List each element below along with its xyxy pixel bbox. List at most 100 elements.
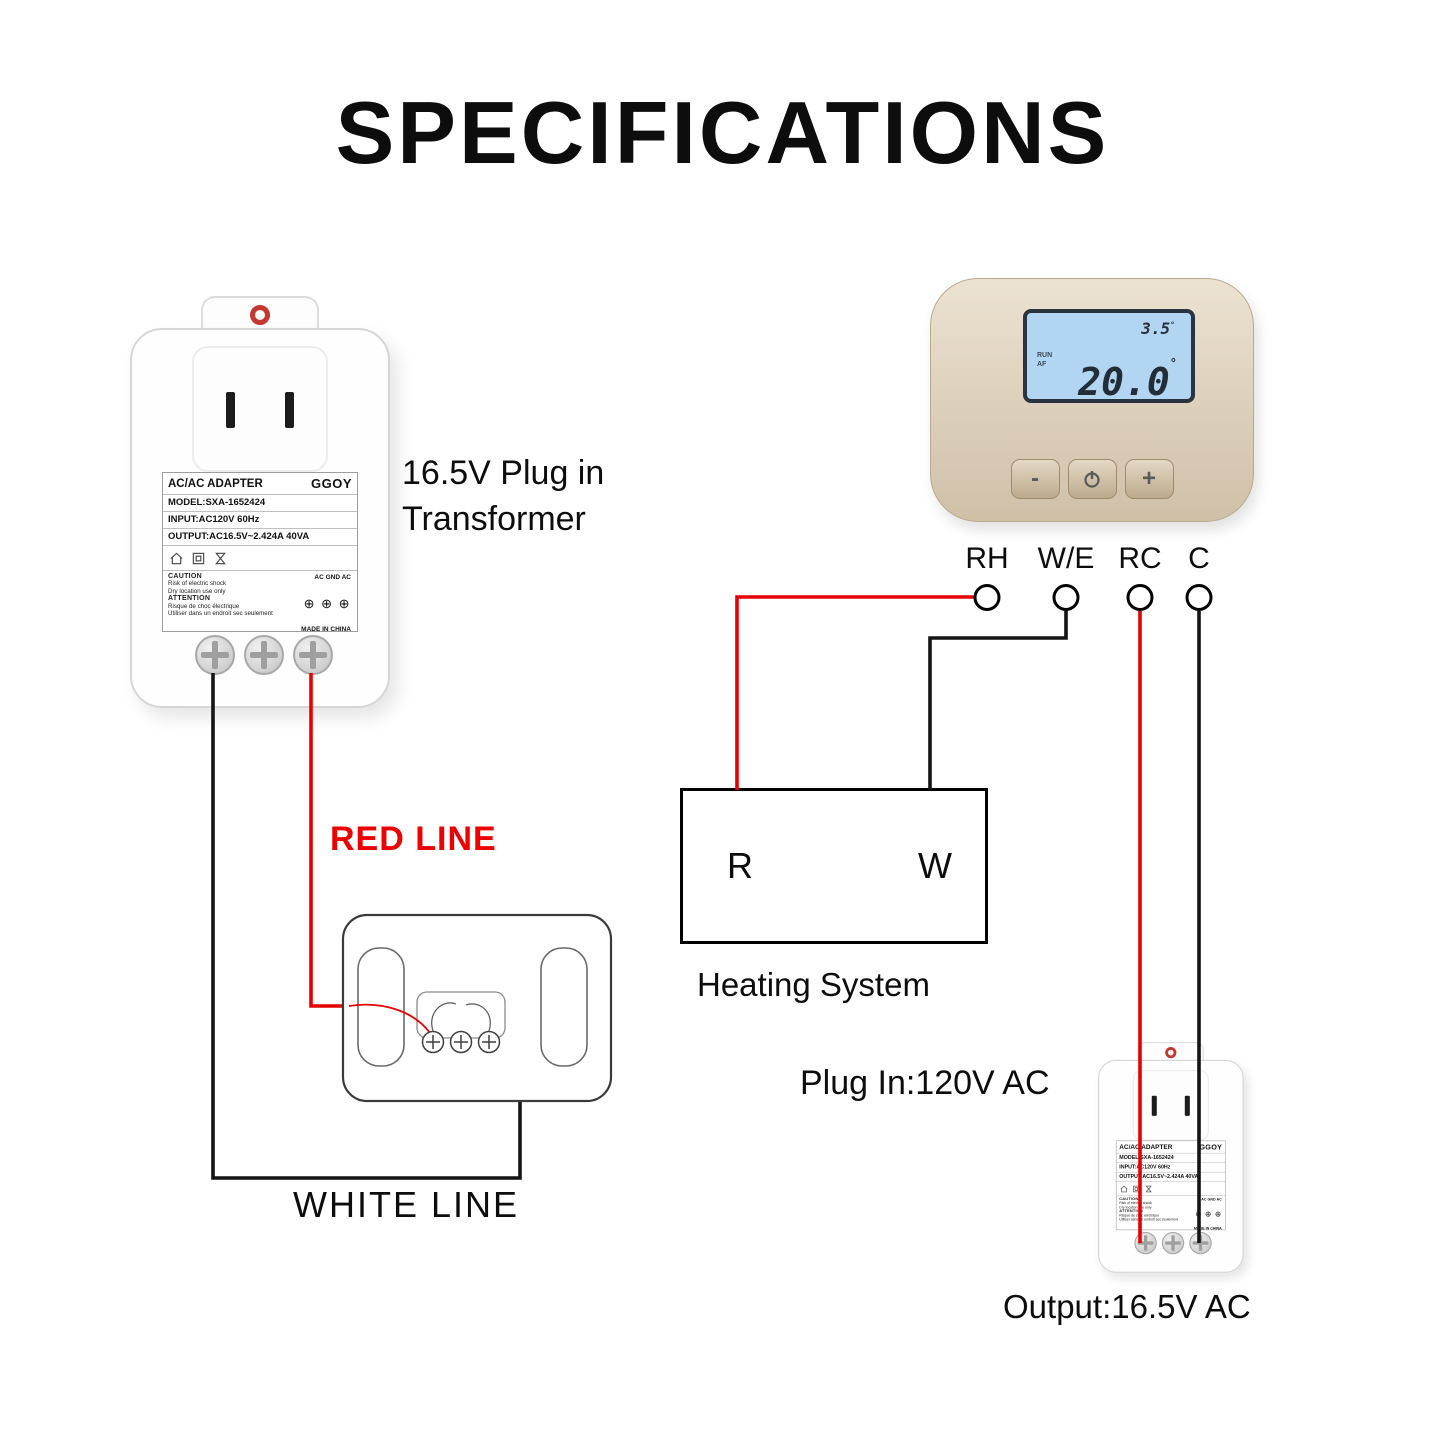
ac-gnd-ac-label: AC GND AC — [314, 574, 351, 581]
terminal-label-rc: RC — [1118, 542, 1162, 575]
transformer-caption-line2: Transformer — [402, 500, 586, 538]
hourglass-icon — [1145, 1185, 1152, 1192]
adapter-input: INPUT:AC120V 60Hz — [1116, 1162, 1226, 1172]
ac-gnd-ac-label: AC GND AC — [1201, 1197, 1222, 1202]
junction-red-lead — [348, 1003, 431, 1034]
screw-terminal-left — [1134, 1231, 1157, 1255]
degree-mark: ° — [1170, 320, 1175, 330]
junction-screw-left — [421, 1030, 445, 1054]
transformer-large: AC/AC ADAPTER GGOY MODEL:SXA-1652424 INP… — [130, 296, 390, 710]
heating-system-box: R W — [680, 788, 988, 944]
lcd-af-label: AF — [1037, 361, 1047, 368]
caution-line: Risk of electric shock — [168, 580, 227, 588]
adapter-input: INPUT:AC120V 60Hz — [163, 511, 357, 528]
junction-connector-outline — [416, 991, 506, 1039]
certification-icons-row — [163, 545, 357, 570]
terminal-rc — [1126, 584, 1154, 611]
heating-system-caption: Heating System — [697, 966, 930, 1003]
junction-slot-right — [540, 947, 588, 1067]
terminal-screw-symbols: ⊕ ⊕ ⊕ — [303, 596, 351, 611]
terminal-rh — [973, 584, 1001, 611]
screw-terminal-middle — [1161, 1231, 1185, 1255]
house-icon — [1120, 1185, 1128, 1192]
outlet-slot-left — [226, 392, 235, 428]
junction-screw-right — [477, 1030, 501, 1054]
junction-slot-left — [357, 947, 405, 1067]
hourglass-icon — [215, 552, 226, 564]
caution-block: CAUTION Risk of electric shock Dry locat… — [1116, 1195, 1226, 1233]
adapter-model: MODEL:SXA-1652424 — [163, 494, 357, 511]
terminal-label-we: W/E — [1037, 542, 1095, 575]
transformer-caption: 16.5V Plug in Transformer — [402, 450, 604, 542]
caution-title: CAUTION — [1119, 1197, 1139, 1202]
adapter-output: OUTPUT:AC16.5V~2.424A 40VA — [1116, 1171, 1226, 1182]
wire-white-line-black — [211, 673, 522, 1180]
caution-line: Dry location use only — [168, 587, 226, 595]
label-panel: AC/AC ADAPTER GGOY MODEL:SXA-1652424 INP… — [1115, 1140, 1226, 1233]
caution-line: Utiliser dans un endroit sec seulement — [1119, 1217, 1179, 1222]
terminal-screw-symbols: ⊕ ⊕ ⊕ — [1195, 1210, 1222, 1219]
thermostat-buttons: - + — [931, 459, 1253, 499]
lcd-run-label: RUN — [1037, 352, 1053, 359]
minus-button: - — [1010, 459, 1060, 499]
caution-line: Risque de choc électrique — [168, 602, 240, 610]
adapter-output: OUTPUT:AC16.5V~2.424A 40VA — [163, 528, 357, 545]
terminal-c — [1185, 584, 1213, 611]
thermostat: 3.5° RUN AF 20.0° - + — [930, 278, 1254, 522]
lcd-small-number: 3.5 — [1141, 319, 1171, 338]
terminal-marking-block: AC GND AC ⊕ ⊕ ⊕ MADE IN CHINA — [282, 573, 353, 635]
adapter-body: AC/AC ADAPTER GGOY MODEL:SXA-1652424 INP… — [130, 328, 390, 708]
attention-title: ATTENTION — [168, 595, 211, 603]
wire-rh-to-heating-red — [735, 595, 974, 790]
caution-line: Utiliser dans un endroit sec seulement — [168, 610, 273, 618]
mount-tab — [1137, 1042, 1204, 1065]
outlet-face — [192, 346, 328, 472]
junction-lead-curve-2 — [465, 1003, 491, 1032]
adapter-body: AC/AC ADAPTER GGOY MODEL:SXA-1652424 INP… — [1098, 1059, 1244, 1273]
caution-line: Risk of electric shock — [1119, 1201, 1152, 1206]
heating-terminal-r: R — [727, 845, 753, 886]
transformer-small: AC/AC ADAPTER GGOY MODEL:SXA-1652424 INP… — [1098, 1042, 1244, 1274]
outlet-slot-right — [1184, 1095, 1190, 1116]
screw-terminal-left — [195, 635, 235, 675]
wire-we-to-heating-black — [928, 611, 1068, 790]
page-title: SPECIFICATIONS — [335, 83, 1110, 182]
transformer-caption-line1: 16.5V Plug in — [402, 454, 605, 492]
terminal-we — [1052, 584, 1080, 611]
lcd-small-value: 3.5° — [1141, 319, 1175, 338]
screw-terminal-right — [293, 635, 333, 675]
caution-line: Dry location use only — [1119, 1205, 1152, 1210]
adapter-name: AC/AC ADAPTER — [1119, 1143, 1173, 1151]
screw-terminal-right — [1189, 1231, 1212, 1255]
caution-text: CAUTION Risk of electric shock Dry locat… — [1119, 1197, 1183, 1232]
power-icon — [1084, 471, 1100, 488]
red-line-caption: RED LINE — [330, 820, 497, 858]
junction-lead-curve-1 — [431, 1002, 457, 1032]
label-head: AC/AC ADAPTER GGOY — [163, 473, 357, 494]
made-in-label: MADE IN CHINA — [301, 626, 351, 633]
terminal-marking-block: AC GND AC ⊕ ⊕ ⊕ MADE IN CHINA — [1183, 1197, 1223, 1232]
lcd-main-number: 20.0 — [1078, 360, 1170, 404]
screw-terminal-middle — [244, 635, 284, 675]
lcd-display: 3.5° RUN AF 20.0° — [1023, 309, 1195, 406]
screw-terminals — [1099, 1231, 1242, 1255]
double-insulation-icon — [1133, 1185, 1140, 1192]
brand-name: GGOY — [310, 476, 352, 491]
attention-title: ATTENTION — [1119, 1209, 1143, 1214]
mount-hole — [1165, 1047, 1177, 1059]
terminal-label-rh: RH — [965, 542, 1009, 575]
lcd-main-value: 20.0° — [1078, 339, 1177, 406]
mount-hole — [250, 305, 270, 325]
junction-box-sketch — [341, 913, 613, 1103]
terminal-label-c: C — [1188, 542, 1210, 575]
brand-name: GGOY — [1199, 1142, 1223, 1152]
junction-screw-middle — [449, 1030, 473, 1054]
adapter-name: AC/AC ADAPTER — [168, 477, 263, 490]
output-caption: Output:16.5V AC — [1003, 1288, 1251, 1325]
junction-box-outline — [341, 913, 613, 1103]
caution-text: CAUTION Risk of electric shock Dry locat… — [168, 573, 282, 635]
house-icon — [170, 552, 183, 564]
white-line-caption: WHITE LINE — [293, 1184, 520, 1225]
made-in-label: MADE IN CHINA — [1193, 1226, 1222, 1231]
plus-button: + — [1124, 459, 1174, 499]
